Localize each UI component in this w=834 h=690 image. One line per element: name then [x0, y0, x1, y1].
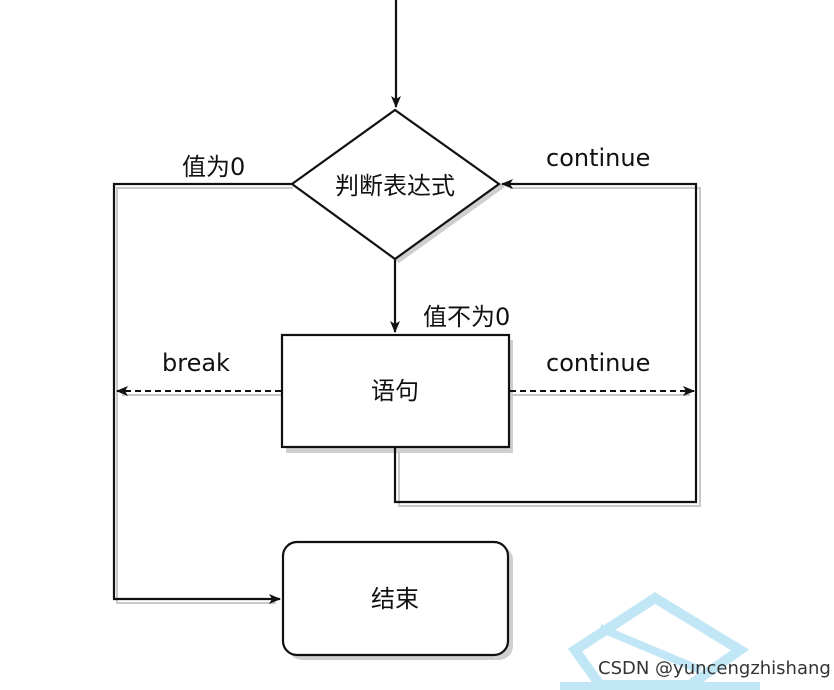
end-label: 结束: [371, 585, 419, 613]
statement-box: [280, 333, 511, 449]
break-label: break: [162, 349, 230, 377]
false-connector: [112, 182, 292, 604]
true-edge-label: 值不为0: [423, 303, 511, 331]
continue-top-label: continue: [546, 144, 651, 172]
watermark-text: CSDN @yuncengzhishang: [598, 658, 831, 679]
statement-label: 语句: [371, 377, 419, 405]
false-edge-label: 值为0: [182, 153, 246, 181]
end-box: [281, 540, 510, 657]
continue-mid-label: continue: [546, 349, 651, 377]
watermark-logo-icon: [560, 592, 760, 690]
decision-label: 判断表达式: [335, 172, 455, 200]
loop-back-connector: [393, 179, 698, 504]
